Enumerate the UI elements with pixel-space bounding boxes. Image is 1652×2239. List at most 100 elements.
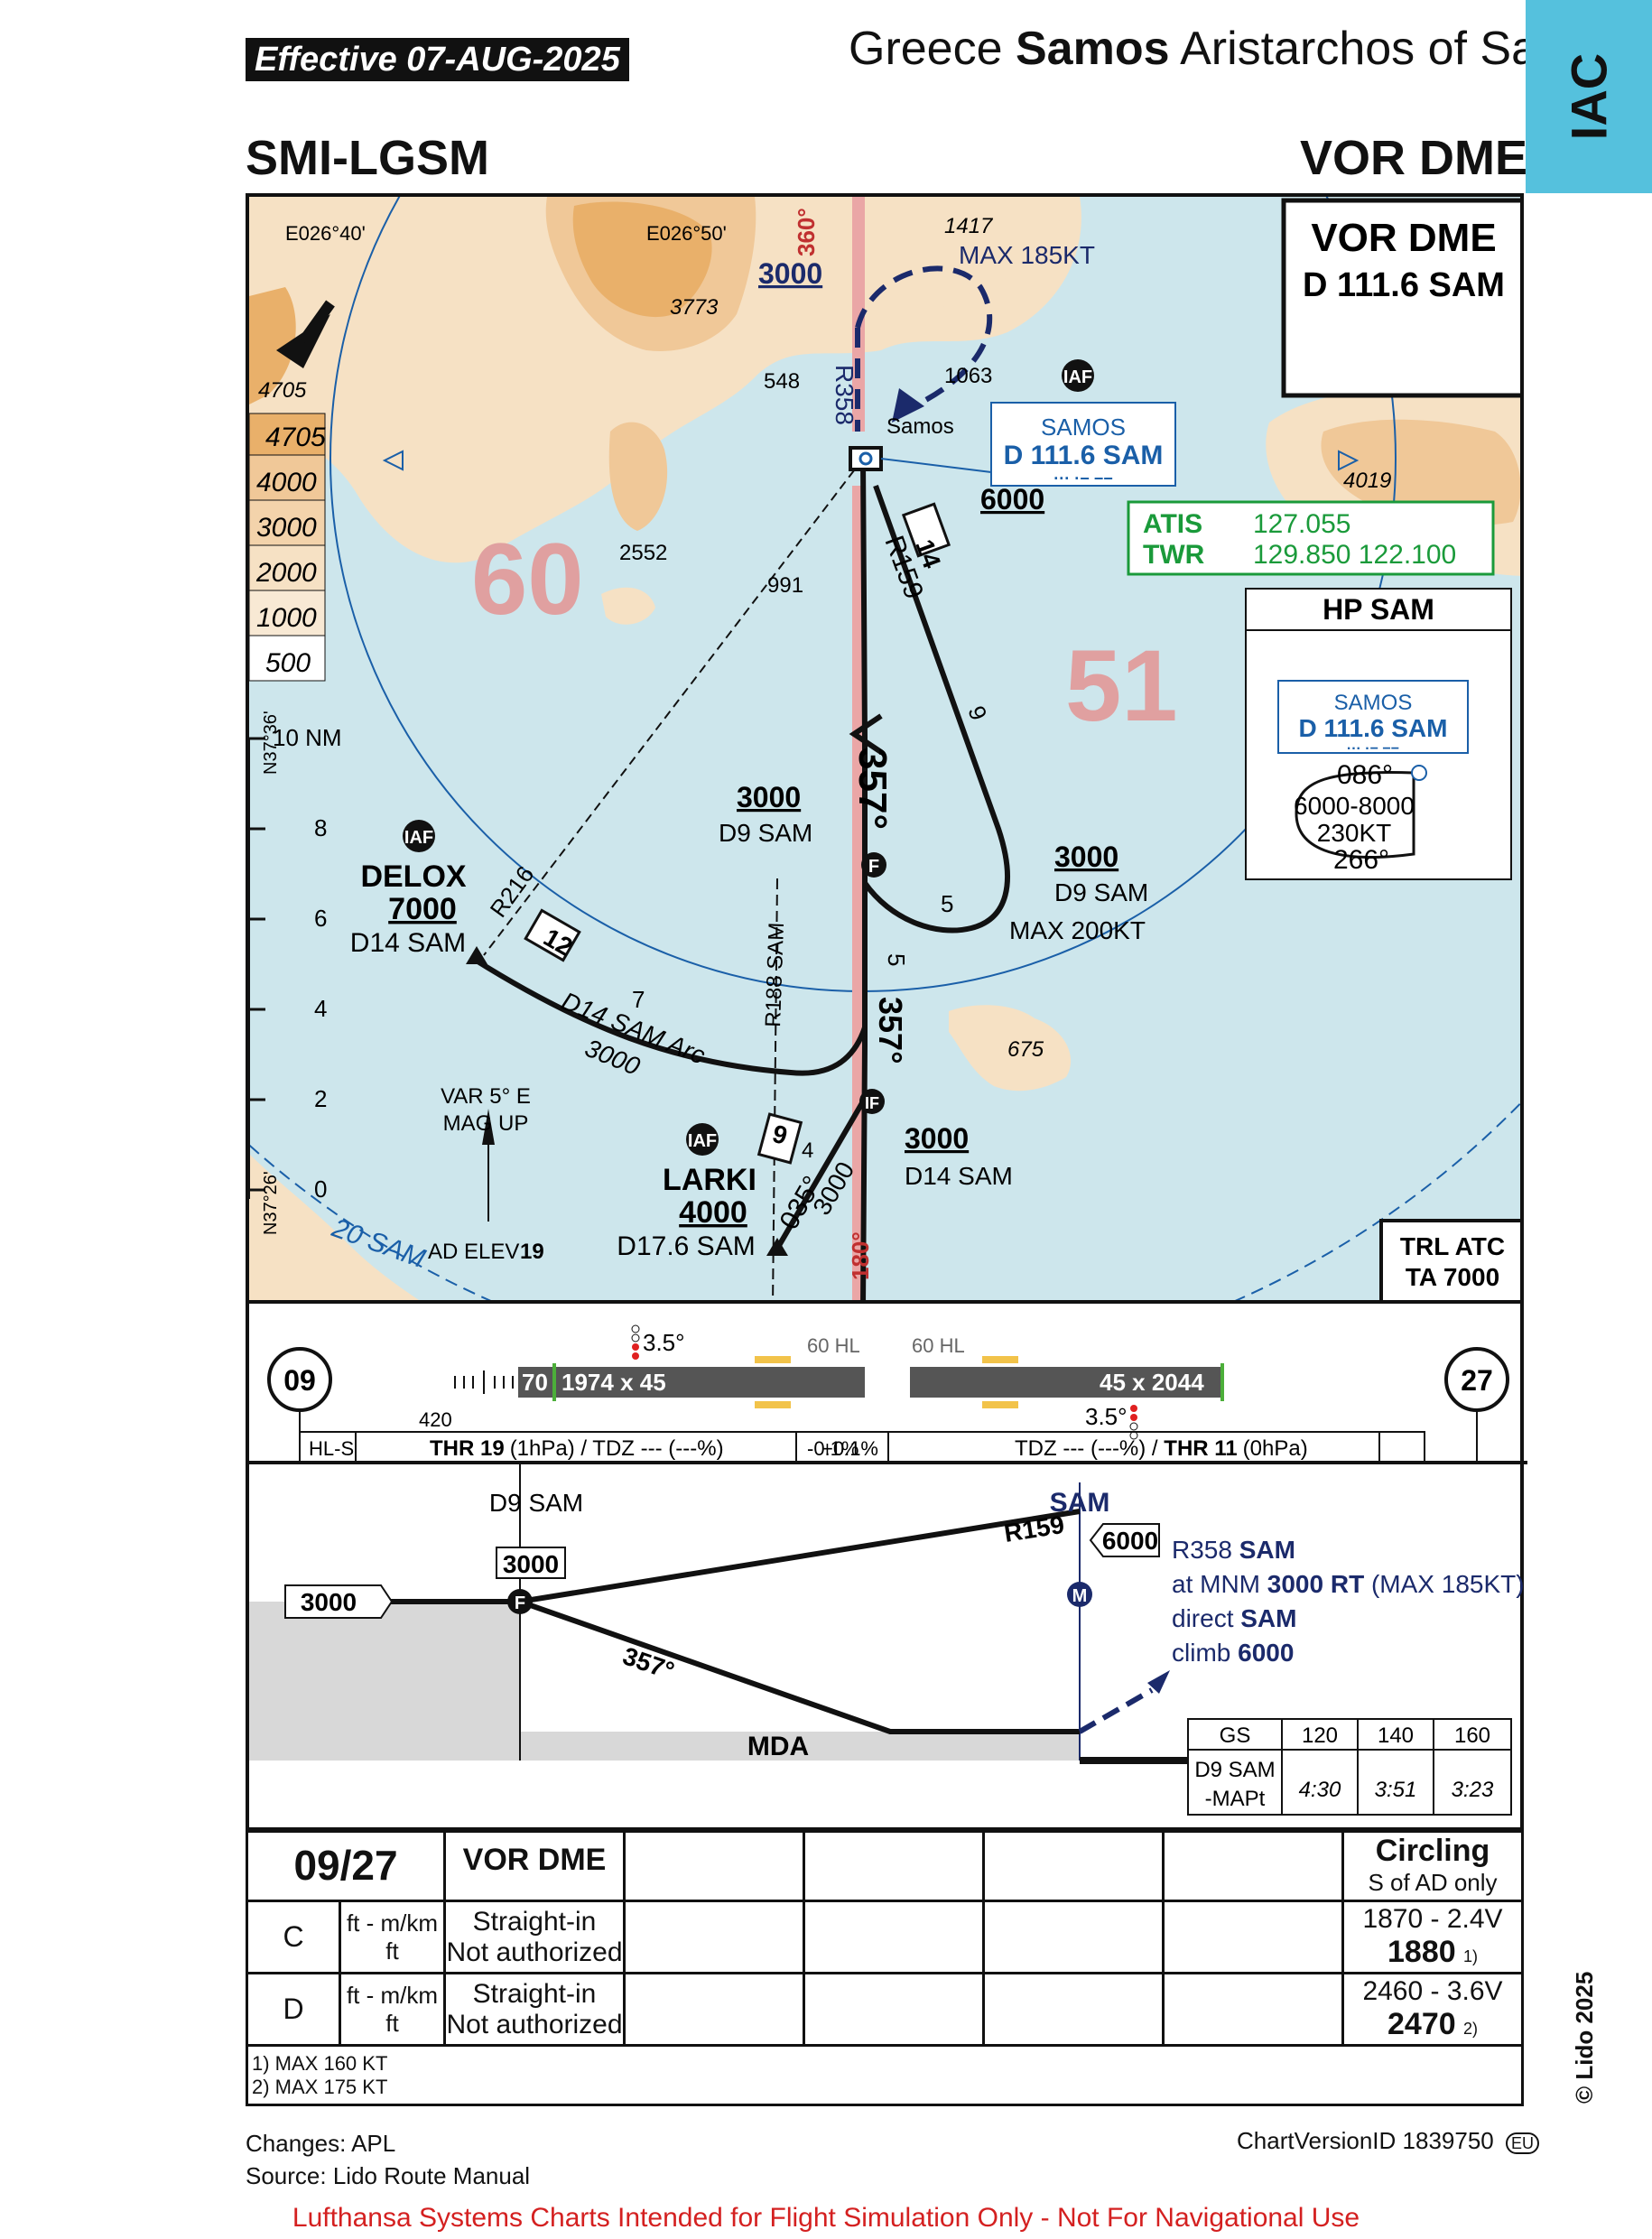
runway-left bbox=[518, 1367, 865, 1398]
minima-notes-row: 1) MAX 160 KT 2) MAX 175 KT bbox=[246, 2044, 1524, 2106]
hp-vor bbox=[1411, 765, 1427, 781]
larki-dme: D17.6 SAM bbox=[617, 1231, 755, 1261]
ad-elev-label: AD ELEV bbox=[428, 1240, 519, 1264]
leg-box-14 bbox=[901, 502, 951, 558]
route-leg4: 4 bbox=[802, 1138, 813, 1163]
minima-d-note: 2) bbox=[1462, 2020, 1478, 2038]
minima-notes: 1) MAX 160 KT 2) MAX 175 KT bbox=[246, 2044, 1524, 2106]
mag-up-label: MAG UP bbox=[443, 1111, 529, 1136]
hold-track bbox=[855, 265, 993, 407]
missed-1b: SAM bbox=[1239, 1536, 1295, 1564]
approach-length: 70 bbox=[522, 1369, 548, 1396]
missed-line-4: climb 6000 bbox=[1172, 1639, 1294, 1667]
scale-label-0: 0 bbox=[314, 1175, 327, 1203]
thr-left-label: THR 19 bbox=[430, 1436, 505, 1461]
alt-box-left bbox=[284, 1584, 394, 1619]
minima-si-d-2: Not authorized bbox=[446, 2009, 623, 2039]
scale-label-2: 2 bbox=[314, 1085, 327, 1112]
course-180: 180° bbox=[847, 1231, 874, 1280]
comms-box bbox=[1127, 500, 1495, 576]
minima-c-empty-3 bbox=[982, 1900, 1165, 1974]
legend-500: 500 bbox=[265, 648, 311, 678]
gs-val-120: 4:30 bbox=[1299, 1778, 1341, 1802]
navaid-box bbox=[990, 402, 1176, 487]
route-leg5a: 5 bbox=[941, 890, 953, 917]
route-d14-if: D14 SAM bbox=[905, 1162, 1013, 1190]
alt-box-6000 bbox=[1089, 1523, 1160, 1557]
missed-4a: climb bbox=[1172, 1639, 1238, 1667]
final-track bbox=[860, 458, 868, 1300]
minima-d-c2: 2470 bbox=[1387, 2007, 1456, 2041]
route-leg7: 7 bbox=[632, 986, 645, 1013]
profile-fix-f bbox=[507, 1589, 533, 1614]
hp-outbound: 266° bbox=[1333, 845, 1389, 875]
minima-c-c1: 1870 - 2.4V bbox=[1362, 1904, 1503, 1934]
nav-header-title: VOR DME bbox=[1311, 216, 1496, 260]
footer-version: ChartVersionID 1839750 EU bbox=[1237, 2127, 1539, 2155]
minima-empty-4 bbox=[1162, 1827, 1344, 1902]
elev-548: 548 bbox=[764, 369, 800, 394]
papi-left-label: 3.5° bbox=[643, 1329, 685, 1356]
profile-f-label: F bbox=[515, 1593, 525, 1613]
missed-3b: SAM bbox=[1240, 1604, 1296, 1632]
legend-2000-bg bbox=[249, 544, 326, 591]
dims-left: 1974 x 45 bbox=[561, 1369, 666, 1396]
papi-left-2 bbox=[631, 1333, 640, 1342]
thr-right-hpa: (0hPa) bbox=[1243, 1436, 1308, 1461]
gs-row-label-2: -MAPt bbox=[1205, 1787, 1266, 1811]
radial-188 bbox=[772, 878, 778, 1300]
route-r188: R188 SAM bbox=[761, 922, 789, 1027]
missed-2a: at MNM bbox=[1172, 1570, 1267, 1598]
rwy-right-label: 27 bbox=[1461, 1364, 1493, 1397]
islet bbox=[601, 587, 655, 625]
hp-navaid-box bbox=[1277, 680, 1469, 754]
minima-cat-c: C bbox=[246, 1900, 341, 1974]
minima-si-d-1: Straight-in bbox=[472, 1978, 597, 2009]
fix-f bbox=[861, 852, 886, 878]
thr-right: TDZ --- (---%) / THR 11(0hPa) bbox=[1015, 1436, 1308, 1461]
papi-left-3 bbox=[632, 1343, 639, 1351]
route-alt3000-if: 3000 bbox=[905, 1122, 969, 1155]
tdz-right-bottom bbox=[982, 1401, 1018, 1408]
minima-d-empty-2 bbox=[803, 1972, 985, 2047]
elev-2552: 2552 bbox=[619, 541, 667, 565]
larki-alt: 4000 bbox=[679, 1195, 747, 1230]
hp-holding bbox=[1295, 771, 1415, 859]
minima-empty-1 bbox=[623, 1827, 805, 1902]
elev-991: 991 bbox=[767, 573, 803, 598]
radial-216 bbox=[483, 458, 864, 956]
island-675 bbox=[949, 1005, 1072, 1092]
minima-table: 09/27 VOR DME Circling S of AD only C ft… bbox=[246, 1827, 1524, 2106]
papi-right-2 bbox=[1130, 1414, 1137, 1421]
effective-date: Effective 07-AUG-2025 bbox=[246, 38, 629, 81]
chart-version: ChartVersionID 1839750 bbox=[1237, 2127, 1494, 2154]
land-southwest bbox=[249, 1154, 420, 1300]
var-label: VAR 5° E bbox=[441, 1084, 531, 1109]
minima-empty-3 bbox=[982, 1827, 1165, 1902]
footer-left: Changes: APL Source: Lido Route Manual bbox=[246, 2127, 530, 2192]
minima-d-empty-3 bbox=[982, 1972, 1165, 2047]
hold-altitude: 3000 bbox=[758, 257, 822, 290]
larki-triangle bbox=[766, 1238, 788, 1256]
gs-table bbox=[1187, 1718, 1512, 1816]
elev-3773: 3773 bbox=[670, 295, 719, 320]
missed-3a: direct bbox=[1172, 1604, 1240, 1632]
profile-top-line bbox=[367, 1509, 1081, 1604]
tdz-left-top bbox=[755, 1356, 791, 1363]
terrain-2552 bbox=[608, 422, 668, 531]
route-leg5b: 5 bbox=[883, 953, 910, 966]
plan-view-svg: E026°40' E026°50' N37°36' N37°26' 10 NM … bbox=[249, 197, 1520, 1300]
hp-speed: 230KT bbox=[1317, 819, 1392, 847]
fix-if bbox=[859, 1089, 885, 1114]
scale-label-6: 6 bbox=[314, 905, 327, 932]
legend-500-bg bbox=[249, 635, 326, 682]
hp-navaid-name: SAMOS bbox=[1334, 691, 1413, 715]
leg-box-9 bbox=[756, 1112, 803, 1165]
iaf-top-circle bbox=[1062, 359, 1094, 392]
minima-rwy: 09/27 bbox=[246, 1827, 446, 1902]
msa-east: 51 bbox=[1065, 629, 1178, 742]
iac-tab: IAC bbox=[1526, 0, 1652, 193]
profile-descent bbox=[519, 1599, 1080, 1734]
